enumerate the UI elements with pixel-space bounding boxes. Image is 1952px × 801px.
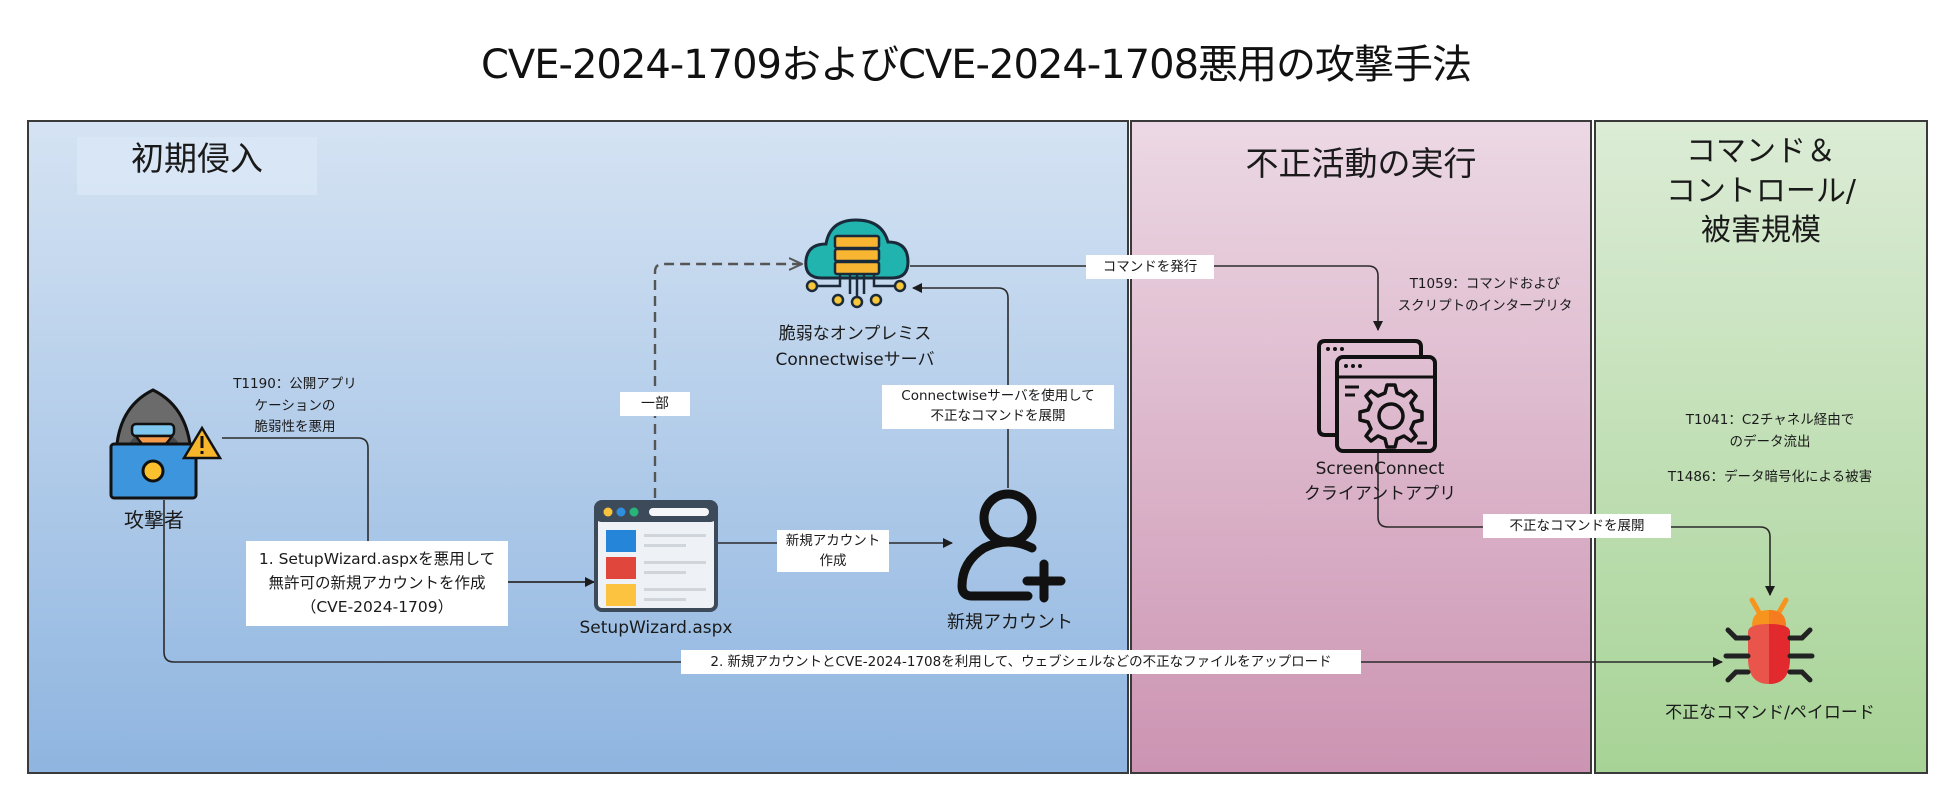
edge-account-to-server [912, 283, 1009, 488]
setupwizard-page-icon [594, 500, 718, 612]
annotation-t1059: T1059：コマンドおよび スクリプトのインタープリタ [1385, 274, 1585, 317]
edge-label-deploy-command: 不正なコマンドを展開 [1483, 514, 1671, 538]
annotation-t1190: T1190：公開アプリ ケーションの 脆弱性を悪用 [210, 374, 380, 439]
step1-line2: 無許可の新規アカウントを作成 [268, 574, 486, 593]
panel-title-c2-line2: コントロール/ [1665, 173, 1857, 209]
diagram-title: CVE-2024-1709およびCVE-2024-1708悪用の攻撃手法 [480, 42, 1472, 88]
annotation-t1041: T1041：C2チャネル経由で のデータ流出 [1640, 410, 1900, 453]
setupwizard-label: SetupWizard.aspx [579, 618, 733, 638]
add-user-icon [950, 486, 1070, 606]
server-label-line2: Connectwiseサーバ [775, 349, 935, 370]
new-account-label: 新規アカウント [947, 612, 1073, 633]
create-account-line2: 作成 [819, 552, 847, 569]
edge-label-issue-command: コマンドを発行 [1086, 255, 1214, 279]
annotation-t1190-line3: 脆弱性を悪用 [254, 419, 336, 436]
deploy-via-server-line2: 不正なコマンドを展開 [930, 408, 1066, 425]
edge-setupwizard-to-server-partial [653, 264, 802, 498]
annotation-t1190-line2: ケーションの [254, 397, 336, 414]
panel-c2-impact: コマンド＆ コントロール/ 被害規模 [1594, 120, 1928, 774]
annotation-t1041-line2: のデータ流出 [1729, 433, 1811, 450]
client-app-label-line2: クライアントアプリ [1303, 483, 1457, 504]
panel-title-initial-access: 初期侵入 [77, 137, 317, 195]
annotation-t1190-line1: T1190：公開アプリ [233, 376, 357, 392]
edge-server-to-client [910, 265, 1383, 331]
annotation-t1041-line1: T1041：C2チャネル経由で [1685, 412, 1855, 428]
client-app-gear-icon [1315, 335, 1440, 455]
cloud-server-icon [802, 214, 912, 318]
panel-execution: 不正活動の実行 [1130, 120, 1592, 774]
edge-label-create-account: 新規アカウント 作成 [777, 530, 889, 572]
edge-label-partial: 一部 [620, 392, 690, 416]
panel-title-c2-line3: 被害規模 [1701, 213, 1821, 249]
server-label: 脆弱なオンプレミス Connectwiseサーバ [750, 322, 960, 373]
panel-title-c2-line1: コマンド＆ [1686, 134, 1836, 169]
attacker-icon [98, 372, 228, 502]
edge-attacker-exploit [222, 437, 369, 545]
attacker-label: 攻撃者 [124, 508, 184, 532]
annotation-t1486: T1486：データ暗号化による被害 [1667, 469, 1873, 485]
server-label-line1: 脆弱なオンプレミス [778, 324, 932, 344]
step1-line3: （CVE-2024-1709） [300, 598, 454, 617]
edge-label-deploy-via-server: Connectwiseサーバを使用して 不正なコマンドを展開 [882, 385, 1114, 429]
malware-bug-icon [1722, 596, 1816, 690]
panel-title-c2-impact: コマンド＆ コントロール/ 被害規模 [1596, 132, 1926, 251]
client-app-label: ScreenConnect クライアントアプリ [1285, 457, 1475, 506]
create-account-line1: 新規アカウント [785, 533, 881, 549]
panel-title-execution: 不正活動の実行 [1245, 144, 1477, 183]
deploy-via-server-line1: Connectwiseサーバを使用して [901, 388, 1095, 404]
edge-label-step1: 1. SetupWizard.aspxを悪用して 無許可の新規アカウントを作成 … [246, 541, 508, 626]
edge-label-step2: 2. 新規アカウントとCVE-2024-1708を利用して、ウェブシェルなどの不… [681, 650, 1361, 674]
payload-label: 不正なコマンド/ペイロード [1665, 703, 1875, 723]
edge-attacker-to-payload [163, 500, 1723, 667]
client-app-label-line1: ScreenConnect [1315, 459, 1445, 479]
annotation-t1059-line1: T1059：コマンドおよび [1409, 276, 1561, 292]
step1-line1: 1. SetupWizard.aspxを悪用して [258, 550, 496, 568]
annotation-t1059-line2: スクリプトのインタープリタ [1397, 297, 1573, 314]
